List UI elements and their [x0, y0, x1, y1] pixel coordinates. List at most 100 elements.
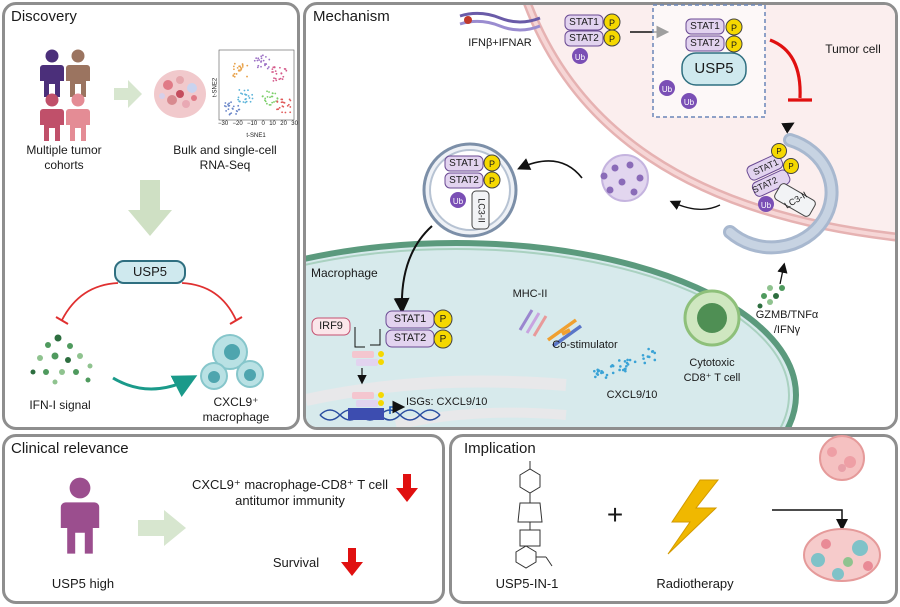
tsne-point [228, 113, 231, 116]
tsne-point [232, 105, 235, 108]
phagophore-icon [723, 133, 839, 255]
tsne-point [255, 57, 258, 60]
mhc-ii-label: MHC-II [512, 288, 548, 300]
ifn-signal-dots [30, 334, 93, 385]
tsne-point [239, 100, 241, 103]
usp5-node: USP5 [114, 260, 186, 284]
cxcl-dot [623, 360, 627, 363]
tsne-point [260, 60, 263, 63]
plus-sign: + [606, 499, 624, 530]
irf9-label: IRF9 [319, 320, 343, 332]
cxcl-dot [611, 371, 615, 375]
tsne-point [283, 102, 286, 104]
person-icon-group [40, 49, 90, 141]
arrow-down-survival [341, 548, 363, 576]
usp5-inhibits-autophagy [769, 38, 802, 99]
tsne-plot [218, 49, 295, 121]
tsne-point [245, 94, 248, 96]
arrow-clinical [138, 510, 186, 546]
tsne-point [286, 104, 289, 107]
survival-label: Survival [272, 555, 320, 570]
tsne-point [281, 111, 284, 114]
tsne-point [274, 70, 277, 73]
tsne-point [249, 100, 252, 103]
tsne-ylabel: t-SNE2 [212, 77, 219, 98]
arrow-down-immunity [396, 474, 418, 502]
isgs-label: ISGs: CXCL9/10 [406, 396, 488, 408]
tsne-point [266, 90, 268, 93]
stat-complex-tumor-top [564, 13, 621, 64]
tsne-point [227, 103, 229, 106]
tsne-point [282, 75, 285, 78]
tsne-xlabel: t-SNE1 [246, 133, 266, 139]
tsne-point [257, 57, 260, 60]
tsne-point [271, 68, 274, 71]
tsne-point [236, 67, 239, 69]
tsne-point [240, 92, 242, 95]
cxcl-dot [593, 369, 596, 373]
tsne-point [264, 100, 267, 103]
bulk-cells-icon [154, 70, 206, 118]
tsne-point [276, 97, 279, 100]
tsne-point [272, 71, 274, 73]
p-label: P [730, 23, 737, 33]
lc3-label: LC3-II [476, 198, 487, 223]
tsne-point [233, 68, 235, 71]
tsne-point [244, 93, 246, 96]
cxcl-dot [611, 364, 615, 368]
cxcl9-macrophage-label: CXCL9⁺ macrophage [202, 395, 270, 424]
tsne-point [266, 95, 269, 98]
tsne-point [274, 92, 277, 95]
tsne-point [284, 111, 287, 114]
tsne-point [230, 112, 233, 114]
tsne-tick: −30 [218, 121, 229, 127]
stat1-label: STAT1 [393, 313, 427, 325]
tsne-point [236, 110, 239, 113]
tumor-cell-label: Tumor cell [825, 42, 881, 56]
tsne-point [260, 65, 262, 68]
tsne-point [273, 77, 275, 80]
tsne-point [281, 98, 284, 101]
co-stimulator-label: Co-stimulator [552, 339, 618, 351]
arrow-to-rnaseq [114, 80, 142, 108]
p-label: P [488, 159, 495, 169]
tsne-point [237, 96, 240, 99]
tsne-point [241, 66, 244, 68]
tsne-point [281, 78, 284, 81]
cxcl-dot [604, 376, 608, 379]
cxcl-dot [617, 359, 621, 362]
tsne-point [289, 111, 292, 114]
tsne-point [247, 95, 250, 97]
ub-label: Ub [760, 201, 772, 210]
usp5-label: USP5 [133, 264, 167, 279]
tsne-point [251, 93, 254, 96]
treated-tumor-icon [803, 528, 881, 582]
tsne-point [232, 75, 235, 77]
tsne-point [274, 77, 277, 80]
tsne-point [268, 91, 270, 93]
cxcl-dot [625, 361, 629, 365]
arrow-down-discovery [128, 180, 172, 236]
cxcl-dot [596, 368, 599, 372]
tsne-point [244, 101, 247, 104]
tsne-point [242, 101, 245, 103]
tsne-point [246, 75, 248, 78]
tsne-point [264, 55, 267, 58]
tsne-point [238, 108, 241, 111]
tsne-point [269, 96, 271, 99]
tsne-point [279, 77, 282, 80]
irf9-box [311, 317, 351, 336]
tsne-point [266, 67, 269, 70]
tsne-point [256, 59, 259, 62]
p-label: P [439, 314, 447, 325]
cxcl-dot [605, 373, 609, 377]
tsne-point [273, 66, 276, 68]
tsne-point [265, 63, 267, 65]
tcell-icon [683, 289, 741, 347]
tsne-point [238, 89, 241, 91]
tsne-point [268, 58, 271, 61]
tsne-point [239, 66, 242, 69]
tsne-point [231, 107, 234, 110]
cxcl-dot [642, 357, 645, 360]
tsne-point [260, 57, 263, 60]
